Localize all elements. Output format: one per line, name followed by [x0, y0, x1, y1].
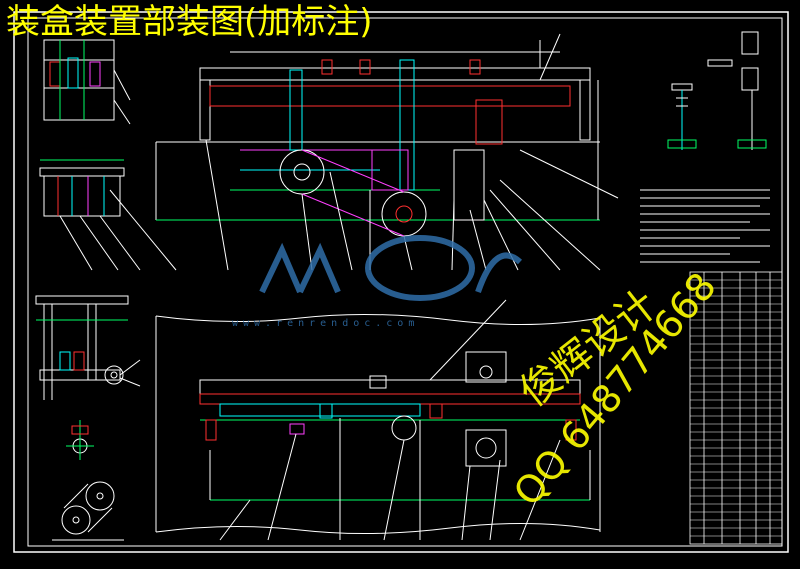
watermark-logo — [259, 235, 523, 301]
technical-notes — [640, 189, 770, 263]
main-lower-assembly — [155, 299, 601, 541]
detail-double-pulley — [52, 481, 124, 541]
detail-view-top-left — [43, 39, 131, 125]
drawing-title: 装盒装置部装图(加标注) — [6, 2, 373, 42]
watermark-site: www.renrendoc.com — [232, 318, 420, 329]
detail-view-side — [35, 295, 141, 400]
main-upper-assembly — [155, 33, 619, 271]
detail-pulley-small — [66, 420, 94, 460]
outer-border — [13, 11, 789, 553]
detail-view-c — [39, 159, 177, 271]
inner-border — [27, 17, 783, 547]
parts-list-rows — [690, 279, 782, 537]
section-views-right — [667, 31, 767, 150]
